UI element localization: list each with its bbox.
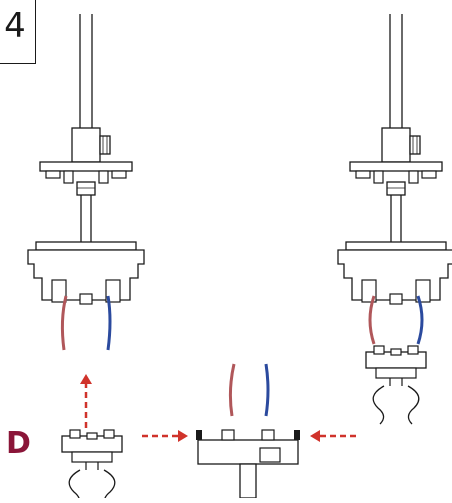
callout-label: D [6, 426, 31, 461]
wire-brown-right [368, 295, 376, 345]
fixture-right [337, 13, 452, 425]
step-number-box: 4 [0, 0, 36, 64]
wire-blue-right [416, 295, 424, 345]
wire-brown-middle [228, 363, 236, 417]
wire-blue-middle [264, 363, 270, 417]
socket-installed [365, 345, 427, 425]
fixture-left [27, 13, 145, 351]
socket-exploded [196, 363, 300, 499]
socket-d [61, 429, 123, 503]
step-number: 4 [4, 6, 26, 46]
arrow-up [80, 374, 92, 428]
arrow-right [142, 430, 188, 442]
wire-brown-left [60, 295, 68, 351]
wire-blue-left [106, 295, 112, 351]
arrow-left [310, 430, 356, 442]
